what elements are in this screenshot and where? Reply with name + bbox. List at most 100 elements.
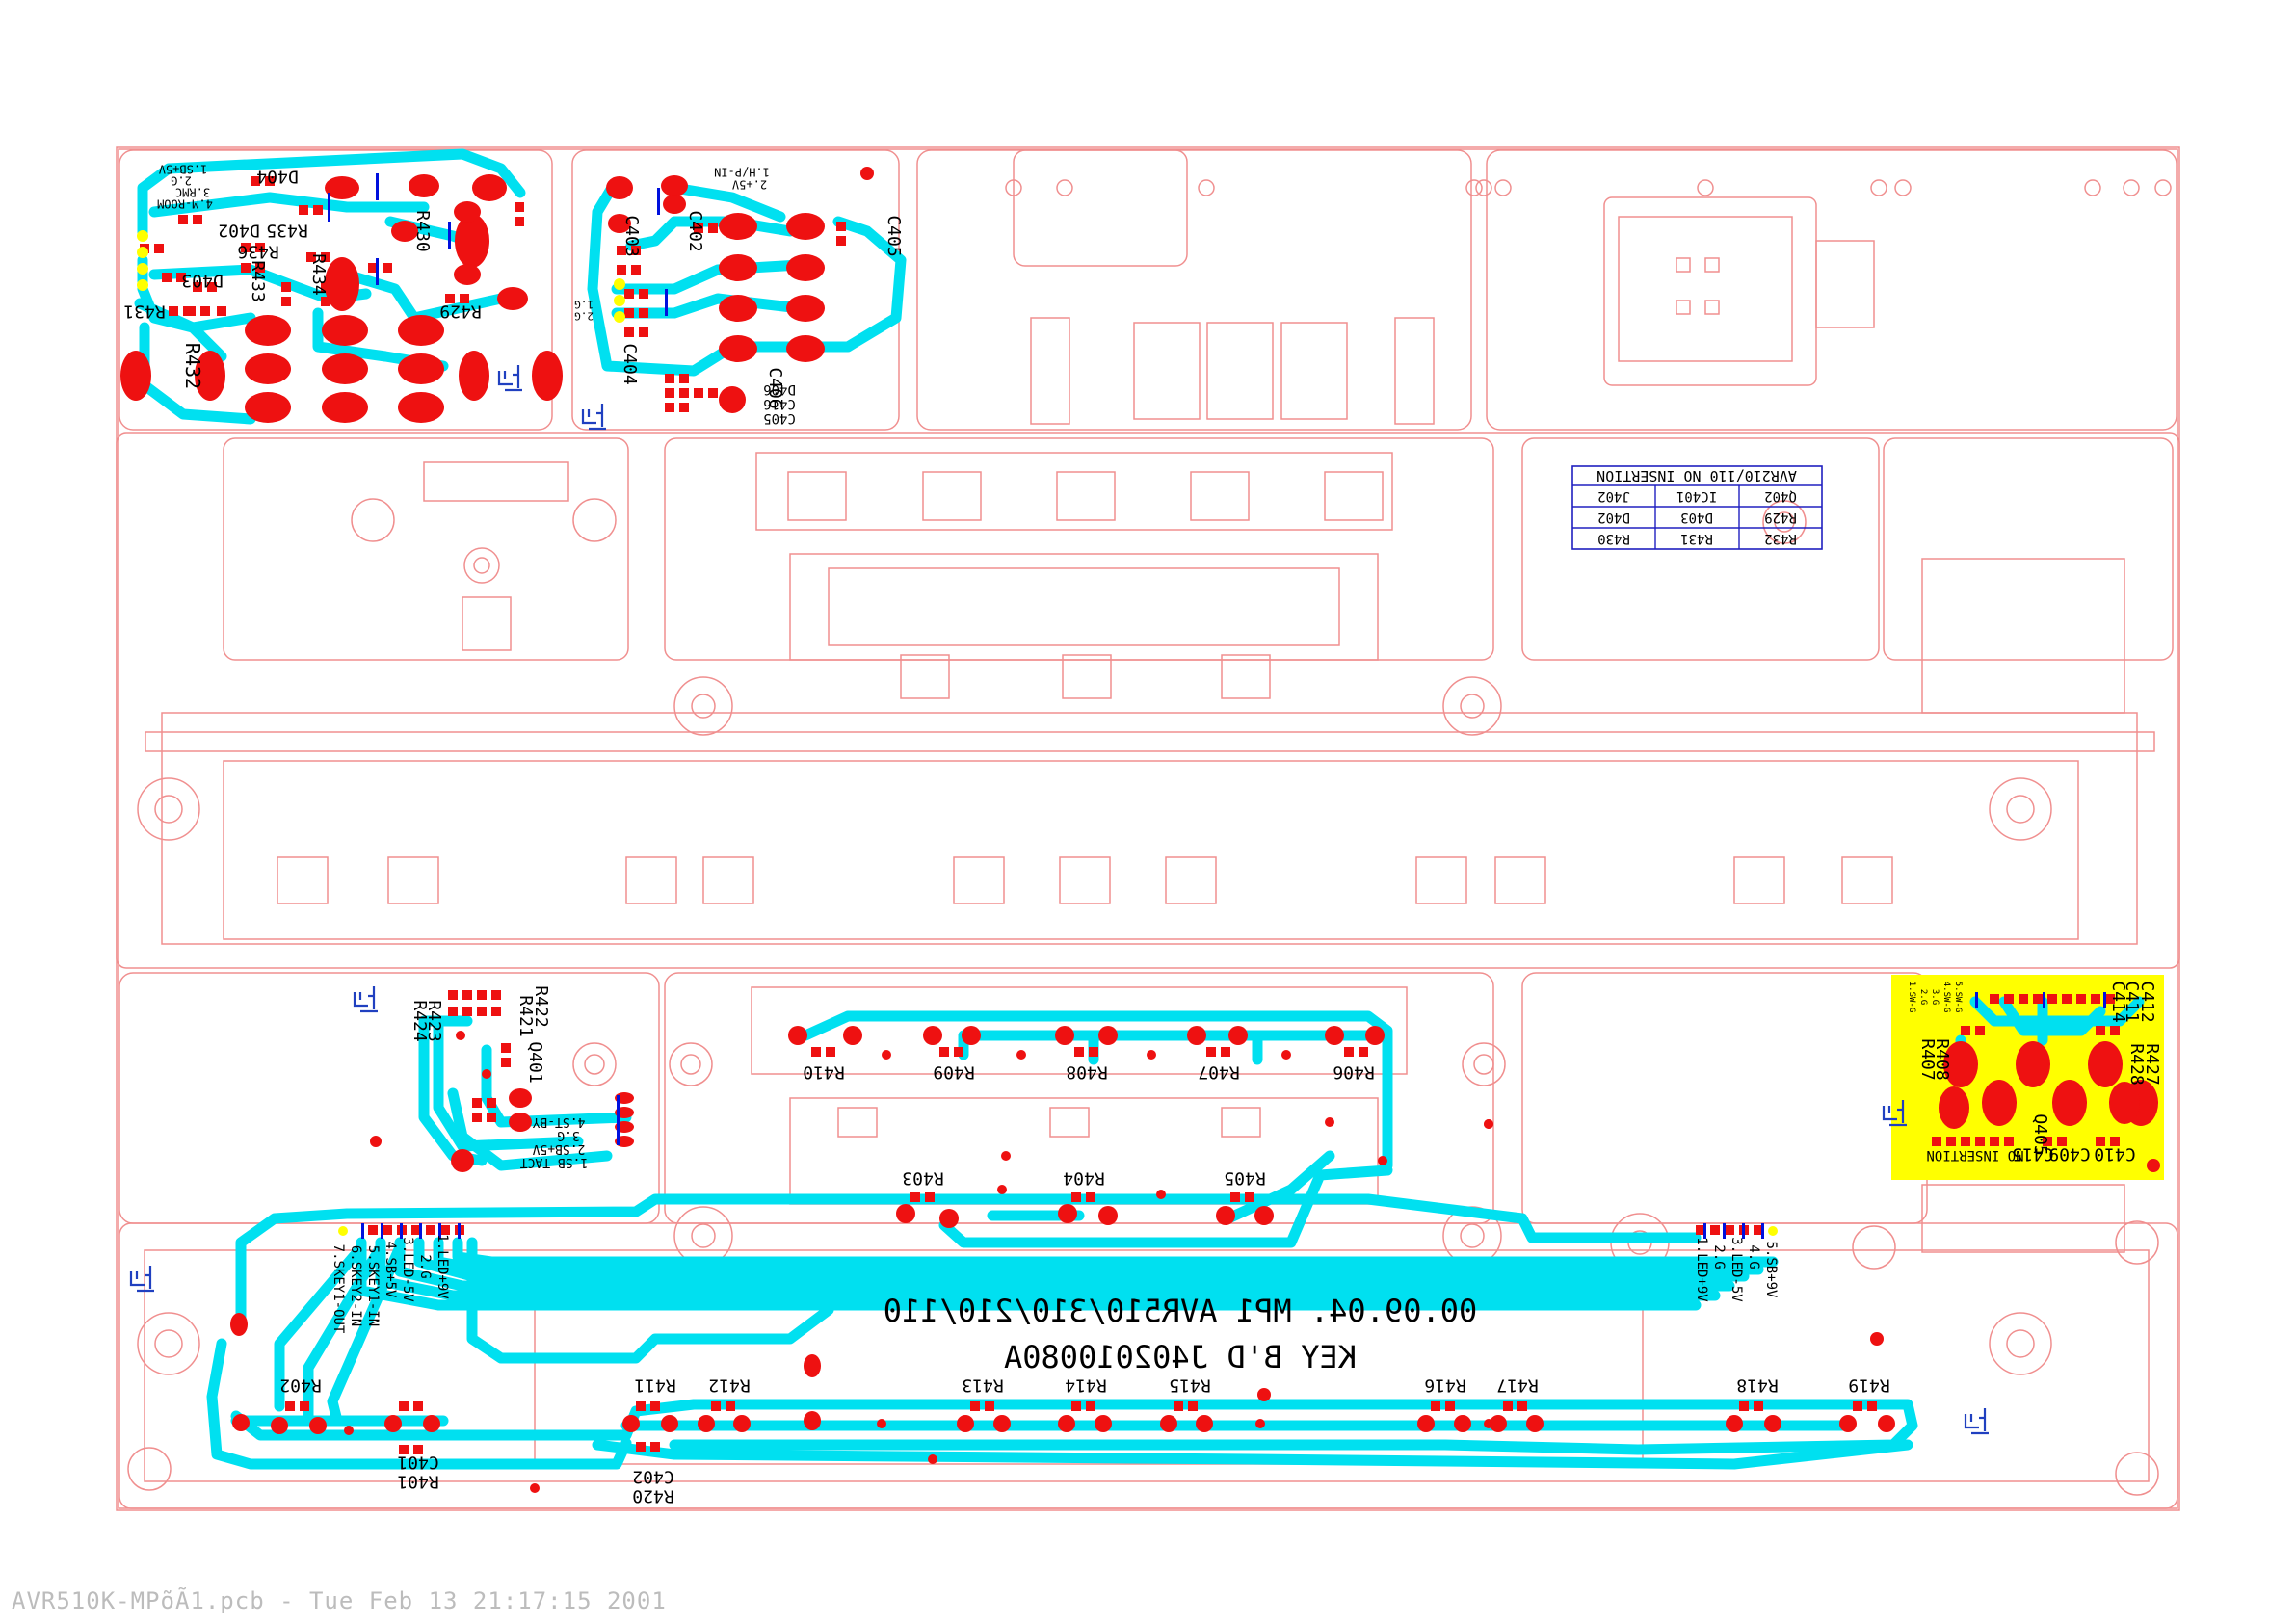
silk-label: D402 [218,220,259,240]
silk-label: 3.G [1930,989,1940,1005]
silk-label: R419 [1848,1374,1889,1395]
table-cell: R431 [1680,531,1713,546]
silk-label: C406 [765,367,785,408]
silk-label: R434 [308,253,329,295]
silk-label: C414 [2108,981,2128,1022]
table-cell: R429 [1764,510,1797,525]
silk-label: R408 [1066,1061,1107,1082]
silk-label: R418 [1736,1374,1778,1395]
silk-label: D403 [181,270,223,290]
silk-label: R432 [181,343,204,389]
silk-label: R407 [1917,1038,1938,1080]
silk-label: 1.SB TACT [520,1155,589,1169]
silk-label: C409 [2048,1143,2090,1164]
silk-label: Q401 [525,1041,545,1083]
silk-label: 7.SKEY1-OUT [330,1244,346,1334]
silk-label: C402 [632,1466,673,1486]
silk-label: C415 [2012,1143,2053,1164]
silk-label: C404 [620,343,640,384]
silk-label: C416 [763,396,796,411]
silk-label: 1.H/P-IN [714,166,770,179]
silk-label: 1.LED+9V [1694,1237,1709,1302]
silk-label: D404 [256,166,298,186]
silk-label: R416 [1424,1374,1465,1395]
silk-label: R423 [424,1000,444,1041]
silk-label: R406 [1333,1061,1374,1082]
silk-label: R428 [2126,1043,2147,1085]
silk-label: 3.RMC [175,186,210,199]
silk-label: 2.G [574,309,594,322]
silk-label: 1.LED+9V [435,1234,450,1299]
silk-label: C405 [884,215,904,256]
silk-label: R401 [397,1471,438,1491]
silk-label: 4.M-ROOM [157,197,213,211]
rev-marks [129,365,1989,1435]
silk-label: R427 [2142,1043,2162,1085]
silk-label: R429 [439,301,481,321]
silk-label: 2.+5V [732,178,767,192]
silk-label: R407 [1198,1061,1239,1082]
silk-label: 2.G [417,1254,433,1278]
silk-label: 2.G [171,174,192,188]
silk-label: 3.LED-5V [400,1237,415,1302]
silk-label: R415 [1169,1374,1210,1395]
silk-label: R413 [962,1374,1003,1395]
table-cell: J402 [1597,488,1630,504]
board-title-line2: KEY B'D J402010080A [1004,1339,1357,1375]
silk-label: 2.G [1918,989,1928,1005]
silk-label: R414 [1065,1374,1106,1395]
silk-label: 1.SB+5V [159,163,208,176]
silk-label: 4.G [1746,1244,1761,1269]
silk-label: R424 [409,1000,430,1041]
silk-label: R402 [279,1374,321,1395]
table-cell: R430 [1597,531,1630,546]
silk-label: C410 [2094,1143,2135,1164]
silk-label: NO INSERTION [1926,1147,2023,1163]
no-insertion-table: AVR210/110 NO INSERTION J402 IC401 Q402 … [1571,465,1823,550]
silk-label: C412 [2137,981,2157,1022]
silk-label: C401 [397,1452,438,1472]
connector-pins [137,173,2106,1239]
silk-label: R433 [248,260,268,301]
silk-label: R422 [531,985,551,1027]
silk-label: 6.SKEY2-IN [348,1245,363,1326]
board-outline [116,146,2180,1511]
silk-label: 5.SKEY1-IN [365,1245,381,1326]
board-title: 00.09.04. MP1 AVR510/310/210/110 KEY B'D… [884,1293,1478,1375]
silk-label: R408 [1932,1038,1952,1080]
silk-label: 1.SW-G [1907,982,1916,1013]
silk-label: R410 [803,1061,844,1082]
silk-label: 4.SW-G [1941,982,1951,1013]
silk-label: C403 [621,215,642,256]
silk-label: R405 [1224,1167,1265,1188]
silk-label: R420 [632,1485,673,1505]
silk-label: 2.G [1711,1244,1727,1269]
table-cell: D403 [1680,510,1713,525]
silk-label: 2.SB+5V [532,1141,585,1156]
silk-label: 3.G [557,1128,580,1142]
silk-label: 5.SB+9V [1763,1241,1779,1298]
silk-label: R412 [708,1374,750,1395]
silk-label: 3.LED-5V [1729,1237,1744,1302]
table-cell: Q402 [1764,488,1797,504]
silk-label: R421 [515,995,536,1036]
silk-label: C405 [763,410,796,426]
board-title-line1: 00.09.04. MP1 AVR510/310/210/110 [884,1293,1478,1329]
silk-label: R435 [266,220,307,240]
table-cell: D402 [1597,510,1630,525]
silk-label: 1.G [574,298,594,310]
silk-label: R403 [902,1167,943,1188]
table-cell: R432 [1764,531,1797,546]
silk-label: R436 [237,241,278,261]
no-insertion-title: AVR210/110 NO INSERTION [1597,467,1797,484]
silk-label: C402 [685,210,705,251]
silk-label: R431 [123,301,165,321]
silk-label: R404 [1063,1167,1104,1188]
silk-label: R409 [933,1061,974,1082]
footer-caption: AVR510K-MPõÃ1.pcb - Tue Feb 13 21:17:15 … [12,1587,667,1614]
silk-label: C411 [2122,981,2142,1022]
silk-label: D406 [763,381,796,397]
silk-label: 4.ST-BY [532,1114,585,1129]
